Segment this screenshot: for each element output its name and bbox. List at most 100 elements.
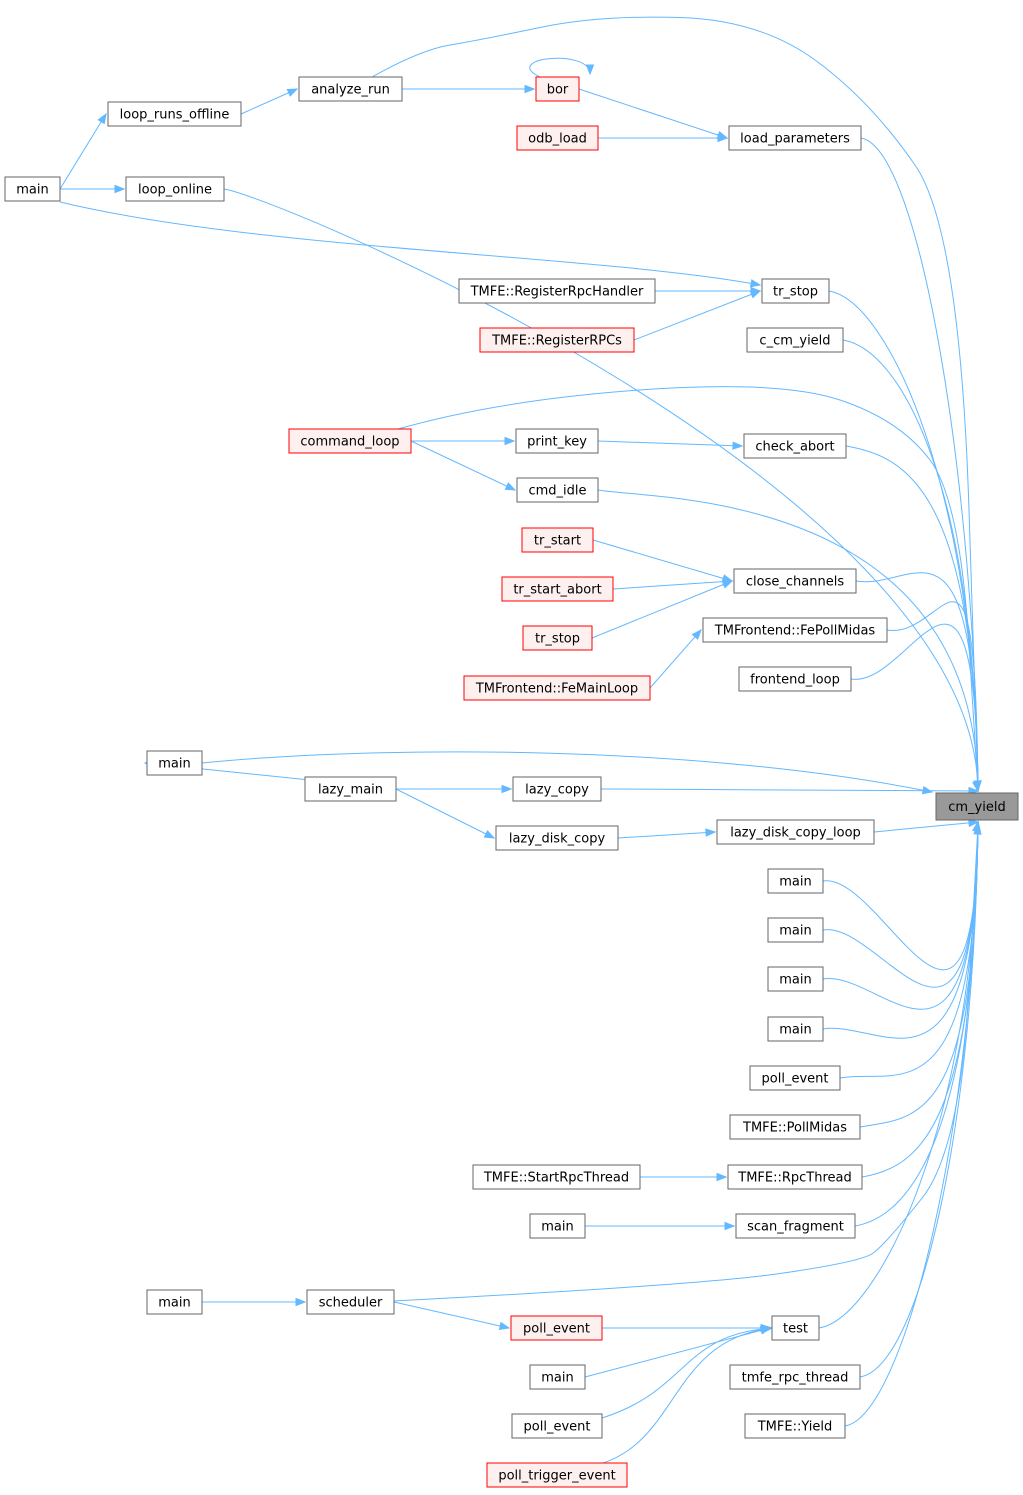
- node-main-d[interactable]: main: [767, 917, 824, 943]
- node-check-abort[interactable]: check_abort: [743, 433, 847, 459]
- node-label: analyze_run: [311, 83, 390, 98]
- node-fe-poll-midas[interactable]: TMFrontend::FePollMidas: [702, 617, 888, 643]
- edge-command_loop-to-cmd_idle: [410, 440, 517, 491]
- node-lazy-disk-copy[interactable]: lazy_disk_copy: [495, 825, 619, 851]
- edge-main_a-to-loop_online: [60, 184, 126, 194]
- node-box: [702, 617, 888, 643]
- edge-scheduler-to-poll_event_b: [393, 1301, 511, 1331]
- arrowhead: [97, 112, 107, 125]
- node-analyze-run[interactable]: analyze_run: [298, 76, 403, 102]
- node-tmfe-rpc-thread-fn[interactable]: tmfe_rpc_thread: [729, 1364, 861, 1390]
- node-frontend-loop[interactable]: frontend_loop: [738, 666, 852, 692]
- node-tmfe-poll-midas[interactable]: TMFE::PollMidas: [729, 1114, 861, 1140]
- node-box: [716, 819, 875, 845]
- node-loop-runs-offline[interactable]: loop_runs_offline: [107, 101, 242, 127]
- edge-tmfe_yield-to-cm_yield: [844, 820, 981, 1427]
- node-box: [486, 1462, 628, 1488]
- node-command-loop[interactable]: command_loop: [288, 428, 412, 454]
- node-box: [935, 792, 1019, 821]
- node-c-cm-yield[interactable]: c_cm_yield: [746, 327, 844, 353]
- node-lazy-disk-copy-loop[interactable]: lazy_disk_copy_loop: [716, 819, 875, 845]
- node-main-b[interactable]: main: [146, 750, 203, 776]
- node-box: [521, 527, 594, 553]
- node-box: [146, 1289, 203, 1315]
- node-label: close_channels: [746, 575, 844, 590]
- node-poll-event-c[interactable]: poll_event: [511, 1413, 603, 1439]
- node-label: scan_fragment: [747, 1220, 844, 1235]
- node-tmfe-register-rpcs[interactable]: TMFE::RegisterRPCs: [479, 327, 635, 353]
- edge-tr_stop_b-to-close_channels: [591, 580, 734, 639]
- edge-main_a-to-tr_stop_a: [59, 201, 762, 288]
- arrowhead: [498, 1321, 511, 1331]
- node-main-h[interactable]: main: [146, 1289, 203, 1315]
- node-main-c[interactable]: main: [767, 868, 824, 894]
- arrowhead: [749, 279, 762, 288]
- edge-load_parameters-to-cm_yield: [860, 137, 981, 793]
- arrowhead: [724, 1221, 736, 1231]
- node-tmfe-yield[interactable]: TMFE::Yield: [744, 1413, 846, 1439]
- node-tr-stop-b[interactable]: tr_stop: [522, 625, 593, 651]
- node-lazy-copy[interactable]: lazy_copy: [512, 776, 602, 802]
- node-poll-trigger-event[interactable]: poll_trigger_event: [486, 1462, 628, 1488]
- node-box: [735, 1213, 856, 1239]
- node-box: [727, 1164, 863, 1190]
- node-main-a[interactable]: main: [4, 176, 61, 202]
- node-print-key[interactable]: print_key: [515, 428, 599, 454]
- node-label: tr_start_abort: [513, 583, 601, 598]
- node-box: [463, 675, 651, 701]
- edge-main_h-to-scheduler: [202, 1297, 307, 1307]
- node-scheduler[interactable]: scheduler: [306, 1289, 395, 1315]
- node-label: lazy_copy: [525, 783, 589, 798]
- node-box: [738, 666, 852, 692]
- edge-lazy_copy-to-cm_yield: [600, 786, 980, 796]
- edge-bor-to-load_parameters: [578, 88, 729, 140]
- node-main-i[interactable]: main: [529, 1364, 586, 1390]
- node-label: main: [779, 875, 811, 890]
- node-box: [516, 125, 599, 151]
- node-poll-event-b[interactable]: poll_event: [510, 1315, 603, 1341]
- edge-test-to-cm_yield: [818, 820, 981, 1329]
- node-label: tr_stop: [535, 632, 580, 647]
- node-scan-fragment[interactable]: scan_fragment: [735, 1213, 856, 1239]
- node-tmfe-start-rpc-thread[interactable]: TMFE::StartRpcThread: [472, 1164, 641, 1190]
- node-box: [767, 966, 824, 992]
- node-odb-load[interactable]: odb_load: [516, 125, 599, 151]
- node-box: [510, 1315, 603, 1341]
- node-load-parameters[interactable]: load_parameters: [728, 125, 862, 151]
- node-label: TMFE::Yield: [757, 1420, 833, 1435]
- node-poll-event-a[interactable]: poll_event: [749, 1065, 841, 1091]
- node-label: main: [779, 1023, 811, 1038]
- node-lazy-main[interactable]: lazy_main: [304, 776, 397, 802]
- node-test[interactable]: test: [771, 1315, 820, 1341]
- node-box: [472, 1164, 641, 1190]
- arrowhead: [483, 829, 496, 839]
- node-tr-stop-a[interactable]: tr_stop: [761, 278, 830, 304]
- arrowhead: [717, 133, 729, 143]
- edge-frontend_loop-to-cm_yield: [850, 623, 981, 793]
- node-tmfe-rpc-thread[interactable]: TMFE::RpcThread: [727, 1164, 863, 1190]
- node-tr-start[interactable]: tr_start: [521, 527, 594, 553]
- node-tr-start-abort[interactable]: tr_start_abort: [501, 576, 614, 602]
- node-close-channels[interactable]: close_channels: [733, 568, 857, 594]
- node-box: [529, 1364, 586, 1390]
- node-label: lazy_main: [318, 783, 383, 798]
- node-label: main: [158, 757, 190, 772]
- arrowhead: [716, 1172, 728, 1182]
- node-box: [298, 76, 403, 102]
- node-tmfe-register-rpc-handler[interactable]: TMFE::RegisterRpcHandler: [458, 278, 656, 304]
- node-box: [304, 776, 397, 802]
- node-bor[interactable]: bor: [535, 76, 580, 102]
- node-box: [522, 625, 593, 651]
- node-cmd-idle[interactable]: cmd_idle: [516, 477, 599, 503]
- arrowhead: [286, 88, 299, 97]
- node-main-e[interactable]: main: [767, 966, 824, 992]
- node-label: tmfe_rpc_thread: [742, 1371, 849, 1386]
- node-loop-online[interactable]: loop_online: [125, 176, 225, 202]
- node-label: load_parameters: [740, 132, 850, 147]
- node-cm-yield[interactable]: cm_yield: [935, 792, 1019, 821]
- node-label: main: [16, 183, 48, 198]
- edge-poll_event_b-to-test: [602, 1323, 772, 1333]
- node-main-f[interactable]: main: [767, 1016, 824, 1042]
- node-main-g[interactable]: main: [529, 1213, 586, 1239]
- node-fe-main-loop[interactable]: TMFrontend::FeMainLoop: [463, 675, 651, 701]
